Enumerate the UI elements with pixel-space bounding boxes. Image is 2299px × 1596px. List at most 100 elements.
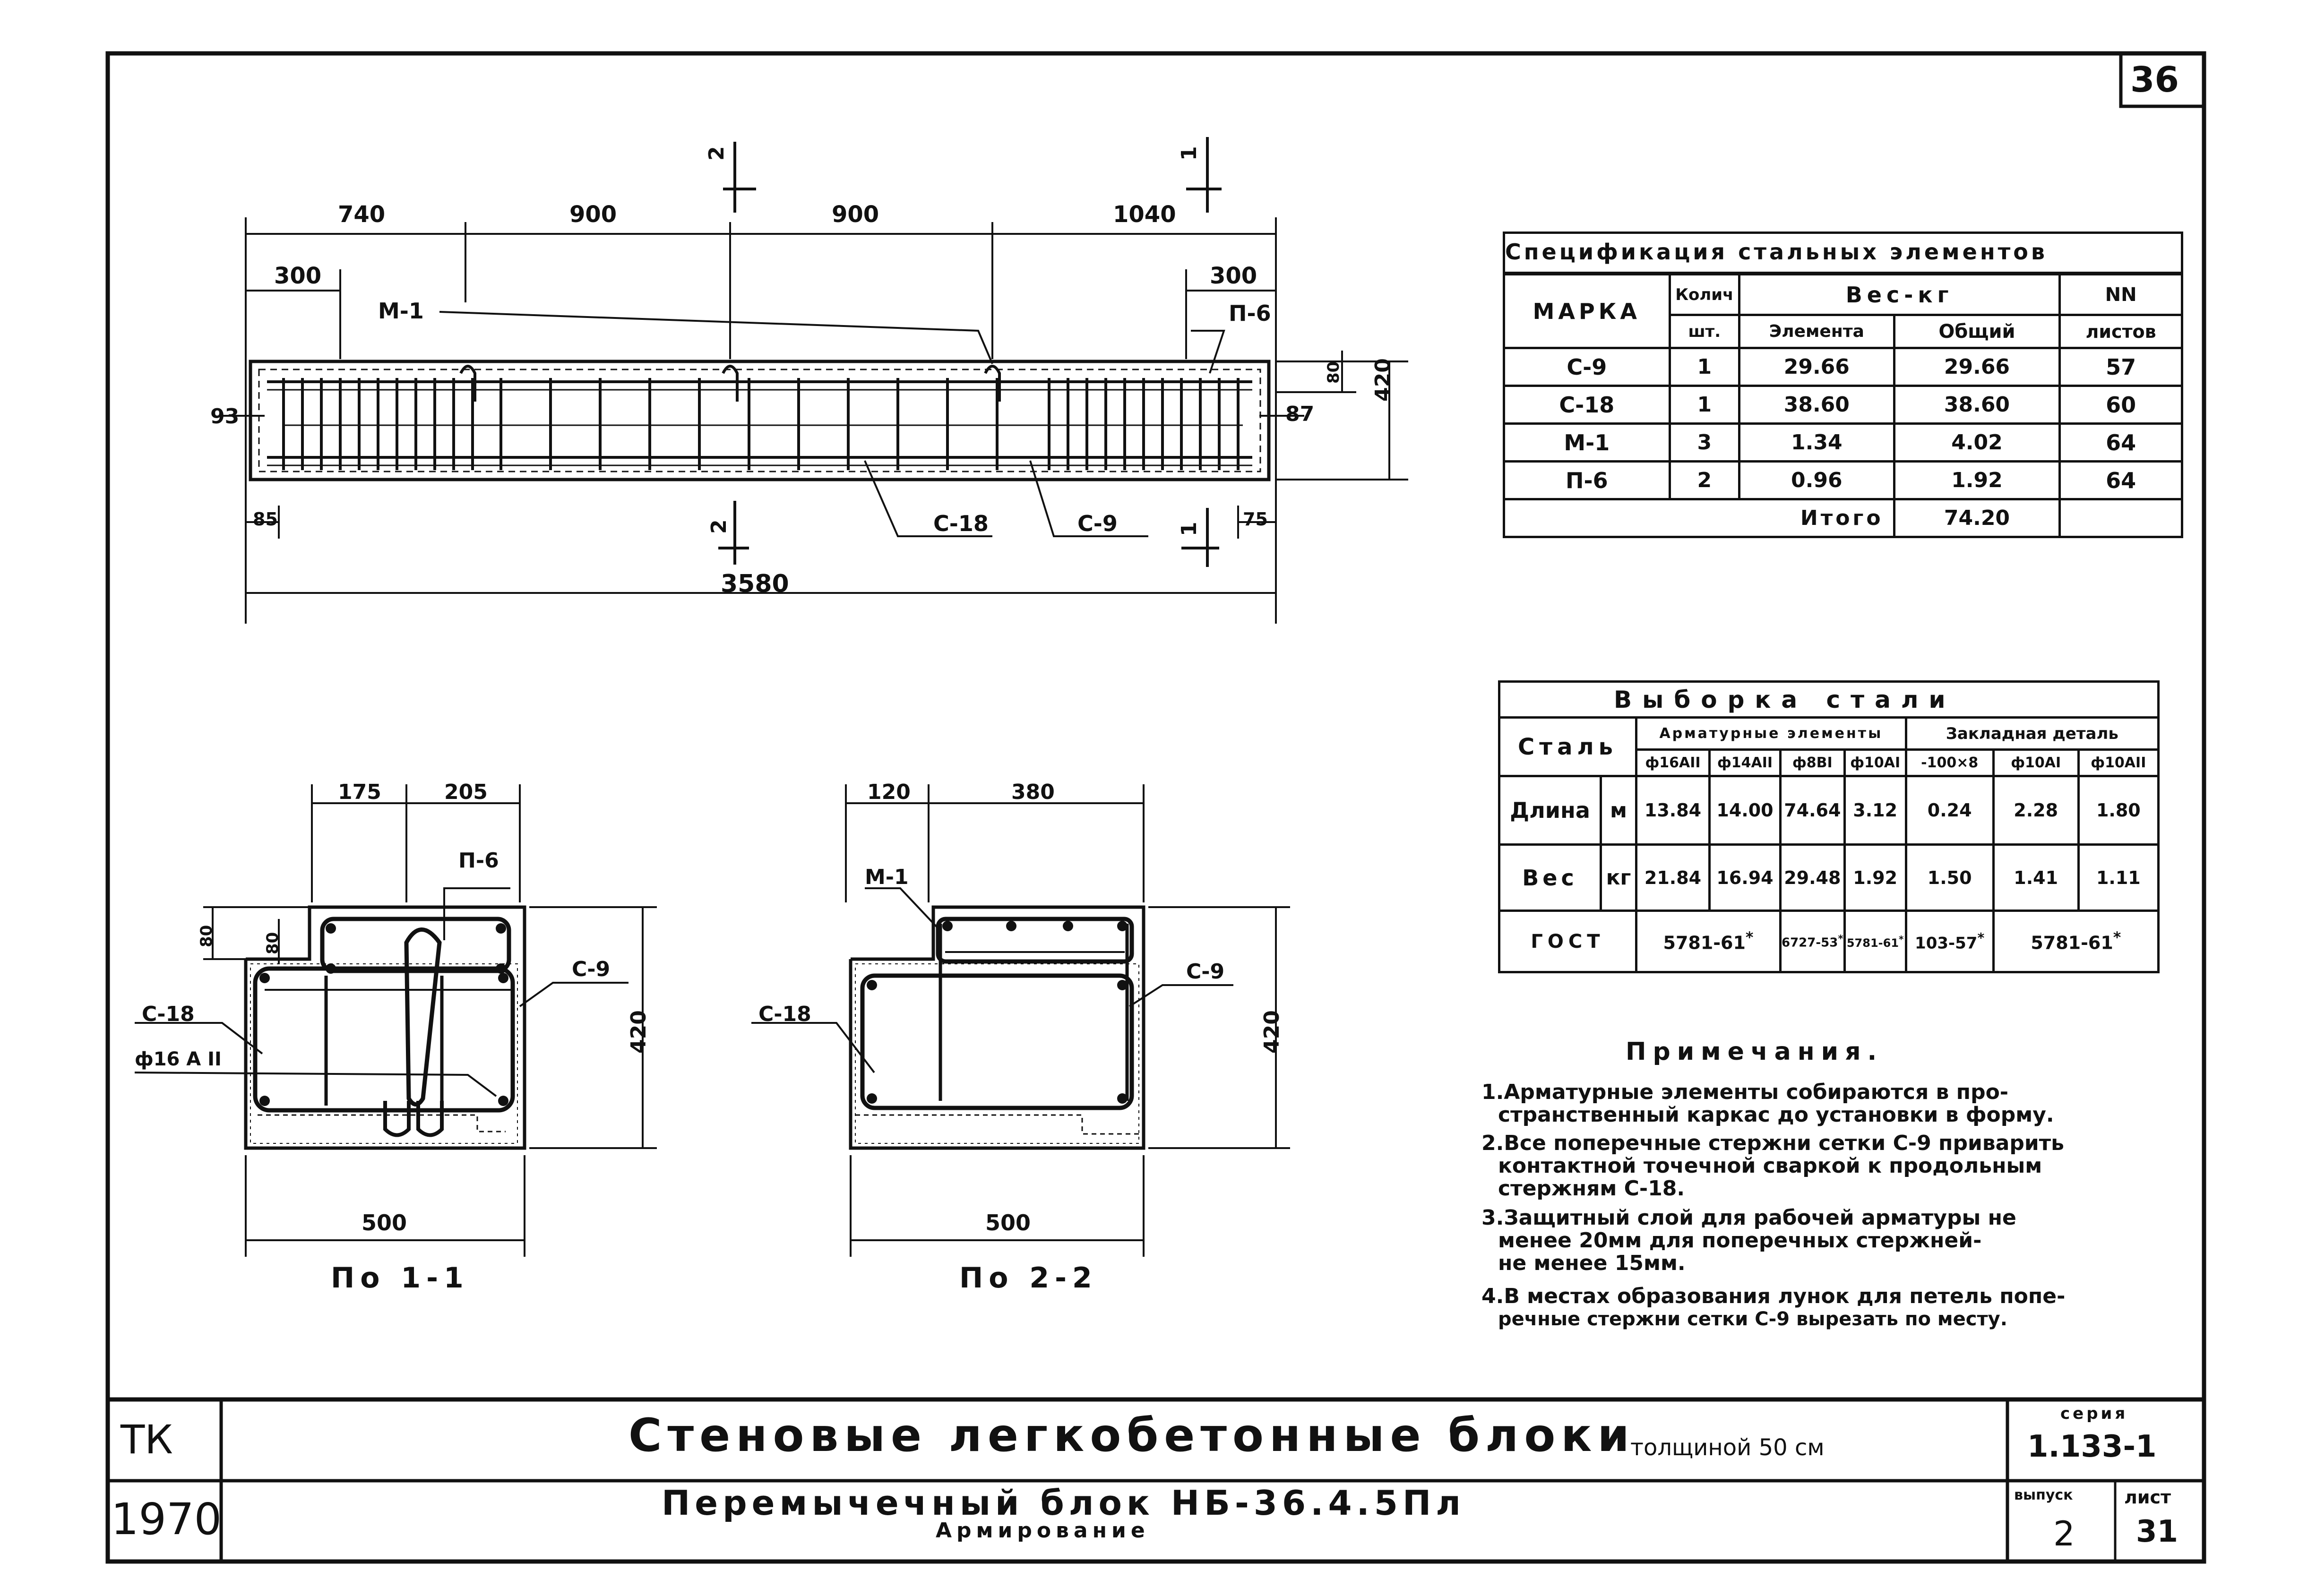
table-row: Длина м 13.84 14.00 74.64 3.12 0.24 2.28… <box>1498 775 2160 846</box>
rebar-dot <box>259 973 270 983</box>
section2-label-m1: М-1 <box>865 865 909 889</box>
section1-label-c18: С-18 <box>142 1002 195 1026</box>
rebar-dot <box>259 1096 270 1106</box>
notes-title: Примечания. <box>1626 1038 1884 1066</box>
steel-gost-value: 103-57 <box>1915 934 1978 953</box>
section2-dim-420: 420 <box>1260 1010 1284 1054</box>
steel-sub-col: ф10АI <box>1992 748 2080 777</box>
title-block-main: Стеновые легкобетонные блоки <box>629 1409 1635 1462</box>
section1-dim-175: 175 <box>338 780 381 804</box>
title-block-sub2: Армирование <box>936 1519 1150 1543</box>
spec-row-qty: 1 <box>1668 347 1741 387</box>
steel-gost-cell: 5781-61* <box>1992 910 2160 973</box>
note-line: речные стержни сетки С-9 вырезать по мес… <box>1498 1308 2007 1330</box>
note-line: странственный каркас до установки в форм… <box>1498 1103 2054 1127</box>
elevation-label-p6: П-6 <box>1229 300 1271 326</box>
section2-label-c18: С-18 <box>758 1002 811 1026</box>
steel-sub-col: -100×8 <box>1904 748 1995 777</box>
steel-gost-cell: 5781-61* <box>1843 910 1907 973</box>
table-row: М-1 3 1.34 4.02 64 <box>1503 422 2183 463</box>
steel-gost-value: 5781-61 <box>1846 936 1899 950</box>
elevation-label-m1: М-1 <box>378 298 424 324</box>
elevation-dim-left-300: 300 <box>274 263 322 289</box>
spec-row-total: 29.66 <box>1893 347 2061 387</box>
steel-cell: 21.84 <box>1635 843 1711 912</box>
spec-row-sheet: 64 <box>2058 422 2183 463</box>
steel-cell: 16.94 <box>1708 843 1782 912</box>
steel-gost-star: * <box>1745 929 1754 947</box>
spec-row-mark: М-1 <box>1503 422 1671 463</box>
title-block-series-value: 1.133-1 <box>2027 1429 2157 1464</box>
steel-cell: 2.28 <box>1992 775 2080 846</box>
spec-total-empty <box>2058 498 2183 538</box>
elevation-dim-80: 80 <box>1324 361 1343 384</box>
steel-gost-cell: 103-57* <box>1904 910 1995 973</box>
note-line: не менее 15мм. <box>1498 1251 1686 1275</box>
steel-cell: 1.50 <box>1904 843 1995 912</box>
spec-table-title-frame <box>1503 232 2183 274</box>
rebar-dot <box>1006 921 1016 931</box>
steel-cell: 1.11 <box>2077 843 2160 912</box>
section-marker-2-bottom: 2 <box>707 519 731 534</box>
note-line: 3.Защитный слой для рабочей арматуры не <box>1481 1206 2016 1230</box>
section-marker-2-top: 2 <box>705 146 729 161</box>
section1-label-rod: ф16 А II <box>135 1048 222 1070</box>
section1-dim-420: 420 <box>627 1010 651 1054</box>
rebar-dot <box>1063 921 1073 931</box>
steel-row-label: Вес <box>1498 843 1602 912</box>
rebar-dot <box>326 923 336 934</box>
spec-row-sheet: 60 <box>2058 385 2183 425</box>
note-line: 2.Все поперечные стержни сетки С-9 прива… <box>1481 1131 2064 1155</box>
table-row: С-18 1 38.60 38.60 60 <box>1503 385 2183 425</box>
title-block-sub: Перемычечный блок НБ-36.4.5Пл <box>662 1483 1465 1523</box>
spec-header-qty-bottom: шт. <box>1668 314 1741 349</box>
spec-row-qty: 3 <box>1668 422 1741 463</box>
steel-sub-col: ф10АI <box>1843 748 1907 777</box>
steel-gost-star: * <box>2113 929 2121 947</box>
note-line: контактной точечной сваркой к продольным <box>1498 1154 2042 1178</box>
spec-row-qty: 2 <box>1668 460 1741 500</box>
section2-dim-500: 500 <box>985 1210 1031 1236</box>
spec-header-sheet-top: NN <box>2058 273 2183 316</box>
rebar-dot <box>496 963 506 974</box>
steel-gost-star: * <box>1977 930 1985 946</box>
section2-label-c9: С-9 <box>1186 960 1225 984</box>
spec-row-qty: 1 <box>1668 385 1741 425</box>
spec-row-total: 4.02 <box>1893 422 2061 463</box>
elevation-dim-85: 85 <box>253 509 278 530</box>
steel-gost-star: * <box>1899 933 1904 945</box>
steel-gost-cell: 6727-53* <box>1779 910 1846 973</box>
elevation-dim-900-b: 900 <box>832 201 879 228</box>
spec-header-sheet-bottom: листов <box>2058 314 2183 349</box>
rebar-dot <box>1117 1093 1128 1104</box>
rebar-dot <box>326 963 336 974</box>
steel-gost-cell: 5781-61* <box>1635 910 1782 973</box>
page-number: 36 <box>2130 60 2179 100</box>
elevation-label-c9: С-9 <box>1077 511 1118 536</box>
spec-table: МАРКА Колич Вес-кг NN шт. Элемента Общий… <box>1503 273 2183 538</box>
spec-total-value: 74.20 <box>1893 498 2061 538</box>
steel-header-embed: Закладная деталь <box>1904 716 2160 751</box>
section1-dim-80-b: 80 <box>263 932 282 954</box>
steel-sub-col: ф10АII <box>2077 748 2160 777</box>
title-block-issue-label: выпуск <box>2014 1487 2073 1503</box>
steel-cell: 14.00 <box>1708 775 1782 846</box>
section2-dim-380: 380 <box>1011 780 1055 804</box>
title-block-org: ТК <box>121 1416 173 1463</box>
steel-cell: 0.24 <box>1904 775 1995 846</box>
steel-cell: 74.64 <box>1779 775 1846 846</box>
section1-dim-80-a: 80 <box>197 925 216 947</box>
section1-dim-500: 500 <box>362 1210 407 1236</box>
section-marker-1-bottom: 1 <box>1177 522 1201 536</box>
steel-cell: 3.12 <box>1843 775 1907 846</box>
rebar-dot <box>1117 980 1128 990</box>
rebar-dot <box>1117 921 1128 931</box>
steel-gost-label: ГОСТ <box>1498 910 1637 973</box>
section2-caption: По 2-2 <box>959 1261 1098 1295</box>
rebar-dot <box>867 980 877 990</box>
section1-label-c9: С-9 <box>572 957 611 981</box>
title-block-thickness: толщиной 50 см <box>1630 1434 1825 1461</box>
note-line: стержням С-18. <box>1498 1176 1685 1201</box>
section-marker-1-top: 1 <box>1177 146 1201 161</box>
